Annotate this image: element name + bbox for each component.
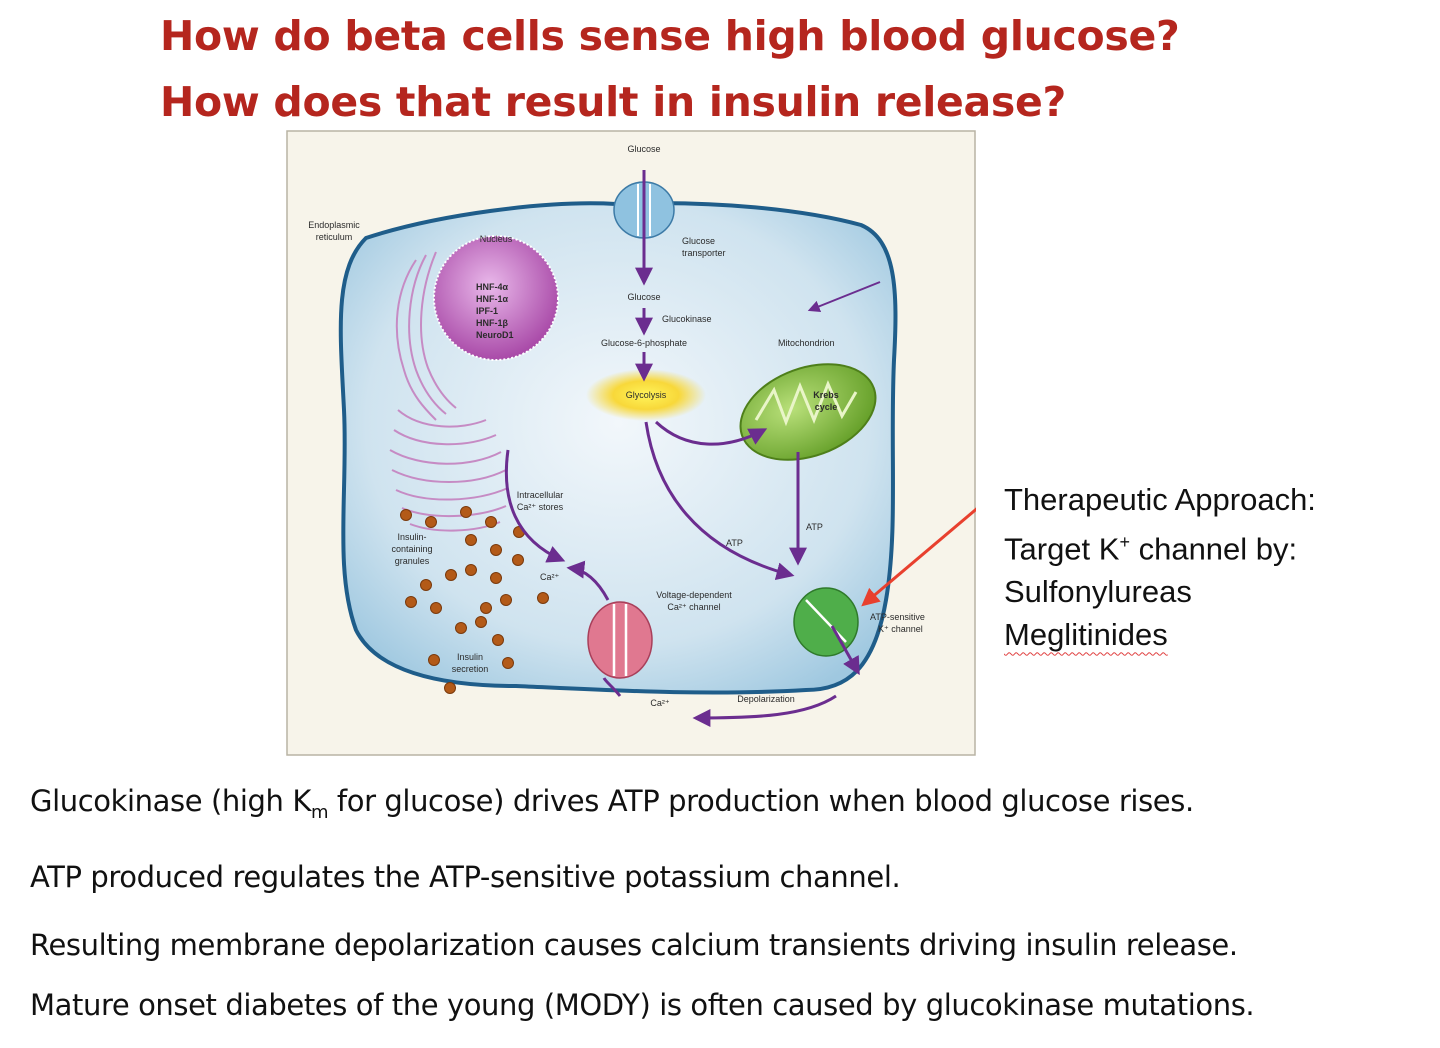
label-atp-right: ATP <box>806 522 823 532</box>
therapy-target-sup: + <box>1119 532 1130 552</box>
label-atp-center: ATP <box>726 538 743 548</box>
body-line-1-post: for glucose) drives ATP production when … <box>328 784 1194 818</box>
therapy-target-post: channel by: <box>1129 531 1298 567</box>
page-title-line-2: How does that result in insulin release? <box>160 78 1066 126</box>
label-ca-stores-1: Intracellular <box>517 490 564 500</box>
label-hnf-4a: HNF-4α <box>476 282 508 292</box>
label-krebs-2: cycle <box>815 402 838 412</box>
label-hnf-1b: HNF-1β <box>476 318 508 328</box>
body-line-atp: ATP produced regulates the ATP-sensitive… <box>30 860 901 894</box>
label-katp-2: K⁺ channel <box>878 624 923 634</box>
label-er-2: reticulum <box>316 232 353 242</box>
label-er-1: Endoplasmic <box>308 220 360 230</box>
endoplasmic-reticulum <box>389 251 509 532</box>
page-title-line-1: How do beta cells sense high blood gluco… <box>160 12 1180 60</box>
label-secretion-2: secretion <box>452 664 489 674</box>
mitochondrion <box>739 363 877 461</box>
label-katp-1: ATP-sensitive <box>870 612 925 622</box>
label-vdcc-1: Voltage-dependent <box>656 590 732 600</box>
body-line-1-sub: m <box>310 801 329 823</box>
nucleus <box>433 235 559 361</box>
beta-cell-diagram-svg: Glucose Endoplasmic reticulum Nucleus HN… <box>286 130 976 756</box>
label-hnf-1a: HNF-1α <box>476 294 508 304</box>
label-neurod1: NeuroD1 <box>476 330 514 340</box>
therapeutic-approach-note: Therapeutic Approach: Target K+ channel … <box>1004 478 1316 656</box>
label-depolarization: Depolarization <box>737 694 795 704</box>
label-glycolysis: Glycolysis <box>626 390 667 400</box>
label-glucose-6-phosphate: Glucose-6-phosphate <box>601 338 687 348</box>
label-granules-2: containing <box>391 544 432 554</box>
therapy-meglitinides: Meglitinides <box>1004 617 1168 653</box>
body-line-depolarization: Resulting membrane depolarization causes… <box>30 928 1238 962</box>
label-glucose-transporter-2: transporter <box>682 248 726 258</box>
label-glucose-transporter-1: Glucose <box>682 236 715 246</box>
beta-cell-diagram: Glucose Endoplasmic reticulum Nucleus HN… <box>286 130 976 756</box>
therapy-heading: Therapeutic Approach: <box>1004 482 1316 517</box>
label-glucose-top: Glucose <box>627 144 660 154</box>
label-glucokinase: Glucokinase <box>662 314 712 324</box>
label-ca-outside: Ca²⁺ <box>650 698 670 708</box>
label-ipf-1: IPF-1 <box>476 306 498 316</box>
label-ca-stores-2: Ca²⁺ stores <box>517 502 564 512</box>
label-ca-inside: Ca²⁺ <box>540 572 560 582</box>
atp-sensitive-k-channel <box>793 587 859 657</box>
label-granules-1: Insulin- <box>397 532 426 542</box>
body-line-mody: Mature onset diabetes of the young (MODY… <box>30 988 1255 1022</box>
therapy-target-pre: Target K <box>1004 531 1120 567</box>
glycolysis-glow <box>586 369 706 421</box>
label-glucose-inside: Glucose <box>627 292 660 302</box>
label-krebs-1: Krebs <box>813 390 839 400</box>
body-line-1-pre: Glucokinase (high K <box>30 784 311 818</box>
insulin-granules <box>400 506 549 694</box>
body-line-glucokinase: Glucokinase (high Km for glucose) drives… <box>30 784 1194 823</box>
label-granules-3: granules <box>395 556 430 566</box>
label-vdcc-2: Ca²⁺ channel <box>667 602 720 612</box>
label-mitochondrion: Mitochondrion <box>778 338 835 348</box>
therapy-sulfonylureas: Sulfonylureas <box>1004 574 1192 610</box>
pathway-arrows <box>504 170 881 727</box>
voltage-dependent-ca-channel <box>587 601 653 679</box>
label-secretion-1: Insulin <box>457 652 483 662</box>
label-nucleus: Nucleus <box>480 234 513 244</box>
therapy-target: Target K+ channel by: <box>1004 521 1316 570</box>
therapy-pointer-arrow <box>861 507 976 607</box>
